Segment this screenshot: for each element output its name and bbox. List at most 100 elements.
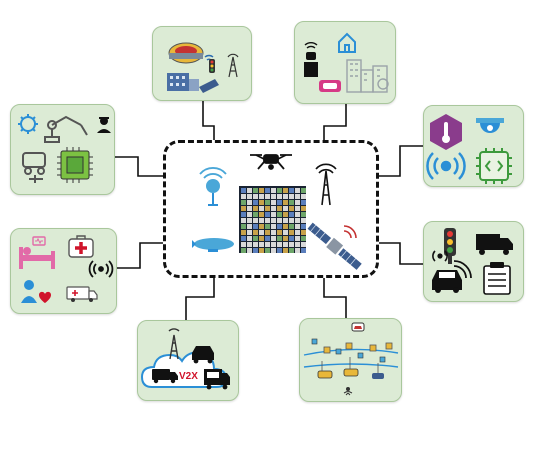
grid-cell <box>253 230 258 235</box>
airship-icon <box>192 238 234 252</box>
grid-cell <box>289 248 294 253</box>
grid-cell <box>301 212 306 217</box>
seabed-diver-icon <box>343 387 353 396</box>
grid-cell <box>277 200 282 205</box>
grid-cell <box>283 242 288 247</box>
signal-waves-icon <box>426 152 466 180</box>
city-buildings-icon <box>346 59 389 93</box>
grid-cell <box>247 200 252 205</box>
grid-cell <box>283 224 288 229</box>
grid-cell <box>271 206 276 211</box>
worker-icon <box>97 117 111 133</box>
grid-cell <box>265 248 270 253</box>
grid-cell <box>295 218 300 223</box>
grid-cell <box>289 230 294 235</box>
grid-cell <box>271 218 276 223</box>
grid-cell <box>253 236 258 241</box>
grid-cell <box>271 212 276 217</box>
grid-cell <box>277 242 282 247</box>
grid-cell <box>301 248 306 253</box>
grid-cell <box>271 224 276 229</box>
grid-cell <box>259 206 264 211</box>
patient-heart-icon <box>21 280 51 303</box>
traffic-light-icon <box>444 228 456 264</box>
building-icon <box>167 73 199 91</box>
usb-connector-icon <box>29 175 43 183</box>
car-icon <box>432 270 462 293</box>
grid-cell <box>277 206 282 211</box>
grid-cell <box>265 224 270 229</box>
panel-v2x: V2X <box>137 320 239 401</box>
grid-cell <box>259 188 264 193</box>
grid-cell <box>295 248 300 253</box>
grid-cell <box>253 248 258 253</box>
grid-cell <box>253 224 258 229</box>
grid-cell <box>241 200 246 205</box>
satellite-icon <box>307 222 362 270</box>
stadium-icon <box>168 42 204 64</box>
grid-cell <box>247 230 252 235</box>
grid-cell <box>301 236 306 241</box>
first-aid-kit-icon <box>68 235 94 258</box>
gear-icon <box>18 114 38 134</box>
panel-maritime <box>299 318 402 402</box>
grid-cell <box>289 242 294 247</box>
grid-cell <box>283 218 288 223</box>
grid-cell <box>253 212 258 217</box>
car-icon <box>192 346 214 364</box>
grid-cell <box>277 194 282 199</box>
robot-arm-icon <box>44 115 88 143</box>
ship-icon <box>351 322 365 332</box>
grid-cell <box>271 242 276 247</box>
grid-cell <box>271 194 276 199</box>
panel-transportation <box>423 221 524 302</box>
grid-cell <box>277 188 282 193</box>
drone-icon <box>250 154 292 170</box>
grid-cell <box>259 200 264 205</box>
grid-cell <box>301 218 306 223</box>
grid-cell <box>301 242 306 247</box>
grid-cell <box>295 224 300 229</box>
grid-cell <box>295 194 300 199</box>
grid-cell <box>301 200 306 205</box>
vehicle-icon <box>22 152 46 175</box>
satellite-antenna-icon <box>199 167 227 206</box>
grid-cell <box>289 212 294 217</box>
solar-panel-icon <box>199 79 219 93</box>
grid-cell <box>283 194 288 199</box>
grid-cell <box>259 242 264 247</box>
grid-cell <box>265 230 270 235</box>
wifi-icon <box>453 260 472 279</box>
cell-tower-icon <box>315 163 337 206</box>
thermometer-icon <box>430 114 462 150</box>
panel-sensors <box>423 105 524 187</box>
logistics-document-icon <box>483 262 511 295</box>
v2x-label: V2X <box>179 371 198 382</box>
grid-cell <box>247 242 252 247</box>
central-network-hub <box>163 140 379 278</box>
grid-cell <box>277 248 282 253</box>
satellite-signal-icon <box>343 225 357 239</box>
traffic-light-icon <box>209 59 215 73</box>
grid-cell <box>241 230 246 235</box>
grid-cell <box>253 218 258 223</box>
grid-cell <box>283 188 288 193</box>
grid-cell <box>271 200 276 205</box>
grid-cell <box>289 200 294 205</box>
home-icon <box>338 32 356 53</box>
grid-cell <box>289 218 294 223</box>
wireless-signal-icon <box>432 250 448 262</box>
grid-cell <box>265 236 270 241</box>
panel-smart-city <box>152 26 252 101</box>
grid-cell <box>295 230 300 235</box>
van-icon <box>152 369 178 384</box>
grid-cell <box>253 194 258 199</box>
panel-healthcare <box>10 228 117 314</box>
grid-cell <box>241 206 246 211</box>
grid-cell <box>265 206 270 211</box>
grid-cell <box>259 248 264 253</box>
grid-cell <box>289 206 294 211</box>
grid-cell <box>241 236 246 241</box>
grid-cell <box>247 218 252 223</box>
